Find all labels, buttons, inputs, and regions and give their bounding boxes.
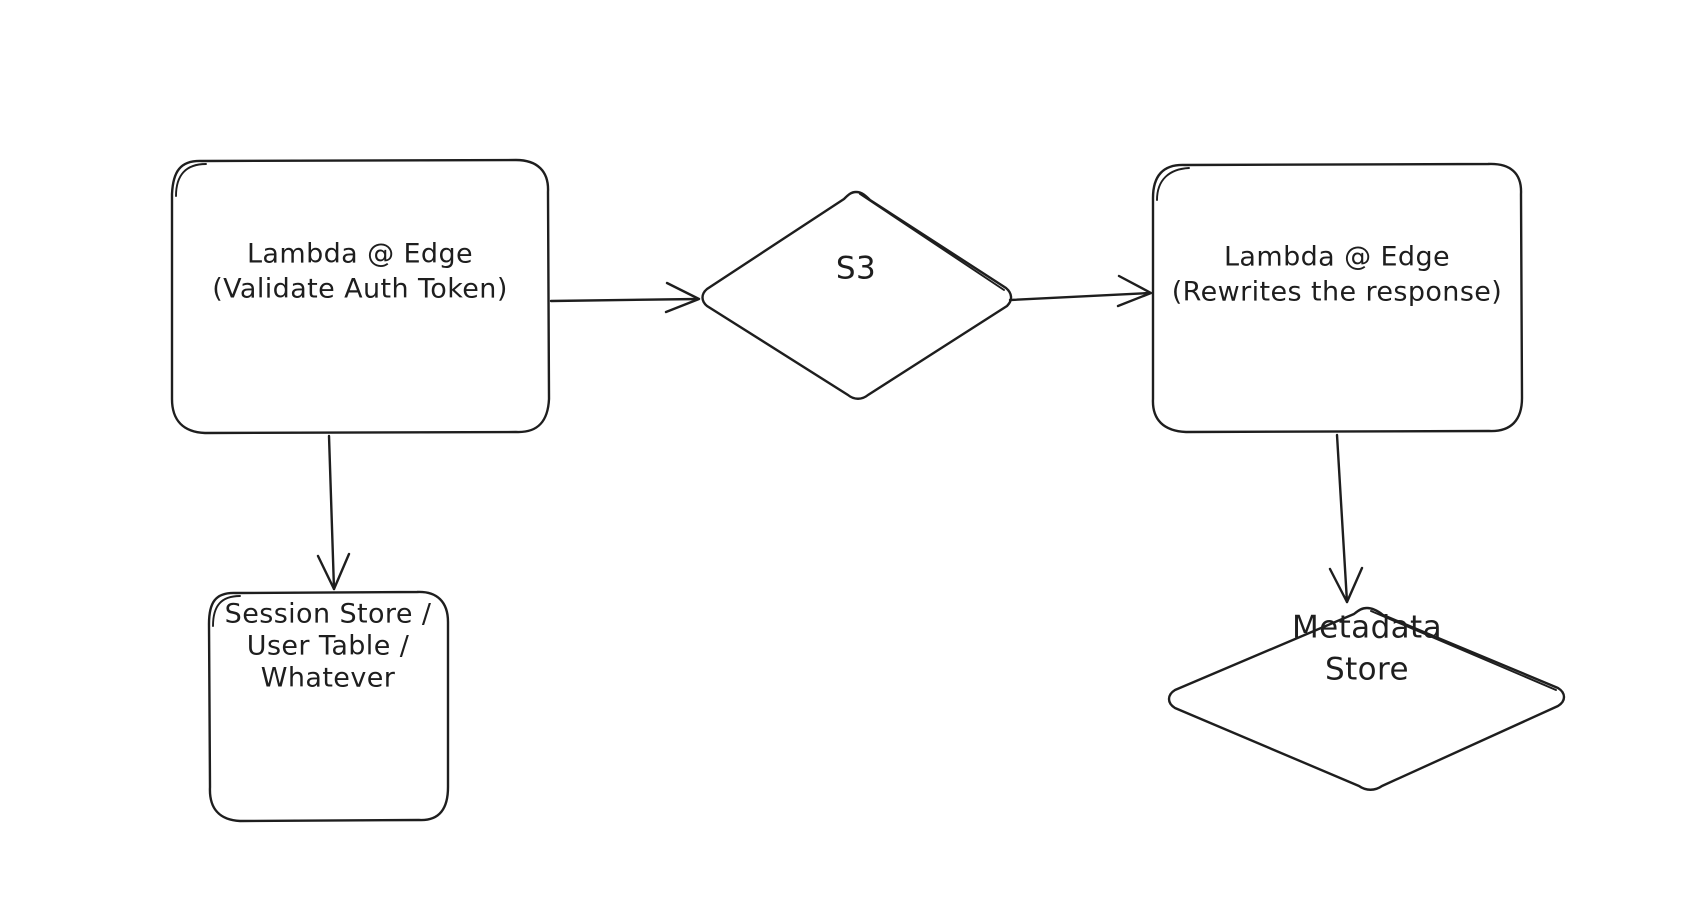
edge-s3-to-rewrite-response[interactable] bbox=[1008, 274, 1153, 308]
session-store-box bbox=[207, 590, 450, 823]
edge-validate-auth-to-session-store-line bbox=[327, 434, 336, 591]
s3-diamond bbox=[701, 190, 1013, 400]
validate-auth-label-line-1: Lambda @ Edge bbox=[247, 239, 473, 270]
metadata-store-label-line-1: Metadata bbox=[1292, 610, 1442, 646]
node-metadata-store[interactable]: Metadata Store bbox=[1167, 606, 1566, 791]
validate-auth-box bbox=[170, 158, 551, 435]
node-s3[interactable]: S3 bbox=[701, 190, 1013, 400]
node-validate-auth[interactable]: Lambda @ Edge (Validate Auth Token) bbox=[170, 158, 551, 435]
node-rewrite-response[interactable]: Lambda @ Edge (Rewrites the response) bbox=[1151, 162, 1524, 434]
s3-label: S3 bbox=[836, 251, 876, 287]
session-store-box-sketch-accent bbox=[212, 595, 241, 627]
s3-diamond-sketch-accent bbox=[859, 193, 1005, 291]
edge-rewrite-response-to-metadata-store-arrowhead bbox=[1328, 566, 1364, 604]
edge-validate-auth-to-s3[interactable] bbox=[549, 281, 701, 314]
session-store-label-line-1: Session Store / bbox=[225, 599, 432, 630]
rewrite-response-box-sketch-accent bbox=[1156, 167, 1190, 201]
edge-rewrite-response-to-metadata-store[interactable] bbox=[1328, 433, 1364, 604]
validate-auth-label-line-2: (Validate Auth Token) bbox=[212, 274, 508, 305]
rewrite-response-label-line-1: Lambda @ Edge bbox=[1224, 242, 1450, 273]
edge-validate-auth-to-session-store-arrowhead bbox=[316, 552, 351, 591]
session-store-label-line-3: Whatever bbox=[261, 663, 396, 694]
node-session-store[interactable]: Session Store / User Table / Whatever bbox=[207, 590, 450, 823]
session-store-label-line-2: User Table / bbox=[247, 631, 410, 662]
metadata-store-diamond-sketch-accent bbox=[1370, 610, 1557, 691]
edge-s3-to-rewrite-response-arrowhead bbox=[1116, 274, 1153, 308]
rewrite-response-box bbox=[1151, 162, 1524, 434]
metadata-store-diamond bbox=[1167, 606, 1566, 791]
validate-auth-box-sketch-accent bbox=[175, 163, 207, 197]
edge-s3-to-rewrite-response-line bbox=[1008, 291, 1152, 302]
edge-rewrite-response-to-metadata-store-line bbox=[1335, 433, 1349, 604]
edge-validate-auth-to-session-store[interactable] bbox=[316, 434, 351, 591]
rewrite-response-label-line-2: (Rewrites the response) bbox=[1172, 277, 1502, 308]
edge-validate-auth-to-s3-line bbox=[549, 297, 700, 303]
edge-validate-auth-to-s3-arrowhead bbox=[664, 281, 701, 314]
metadata-store-label-line-2: Store bbox=[1325, 652, 1409, 688]
